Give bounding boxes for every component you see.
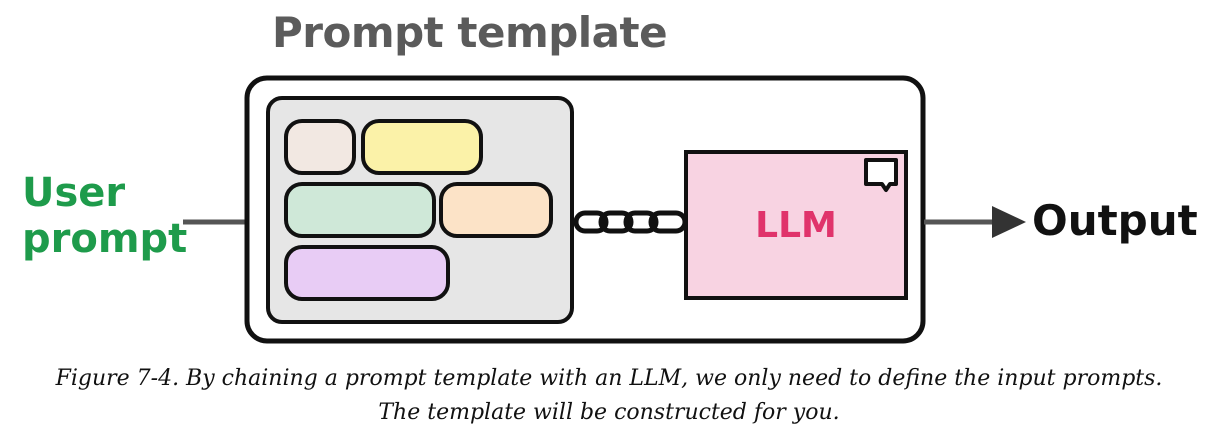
- caption-line-1: Figure 7-4. By chaining a prompt templat…: [55, 366, 1163, 391]
- template-block-3: [284, 182, 436, 238]
- arrow-right-icon: [992, 206, 1026, 238]
- user-prompt-label-line2: prompt: [22, 216, 188, 262]
- template-block-1: [284, 119, 356, 175]
- user-prompt-label: User prompt: [22, 170, 187, 262]
- template-block-5: [284, 245, 450, 301]
- figure-caption: Figure 7-4. By chaining a prompt templat…: [0, 362, 1218, 430]
- template-block-2: [361, 119, 483, 175]
- caption-line-2: The template will be constructed for you…: [378, 400, 840, 425]
- user-prompt-label-line1: User: [22, 170, 126, 216]
- speech-bubble-icon: [864, 158, 898, 192]
- template-block-4: [439, 182, 553, 238]
- llm-label: LLM: [755, 204, 837, 246]
- output-label: Output: [1032, 196, 1198, 245]
- diagram-title: Prompt template: [272, 8, 668, 57]
